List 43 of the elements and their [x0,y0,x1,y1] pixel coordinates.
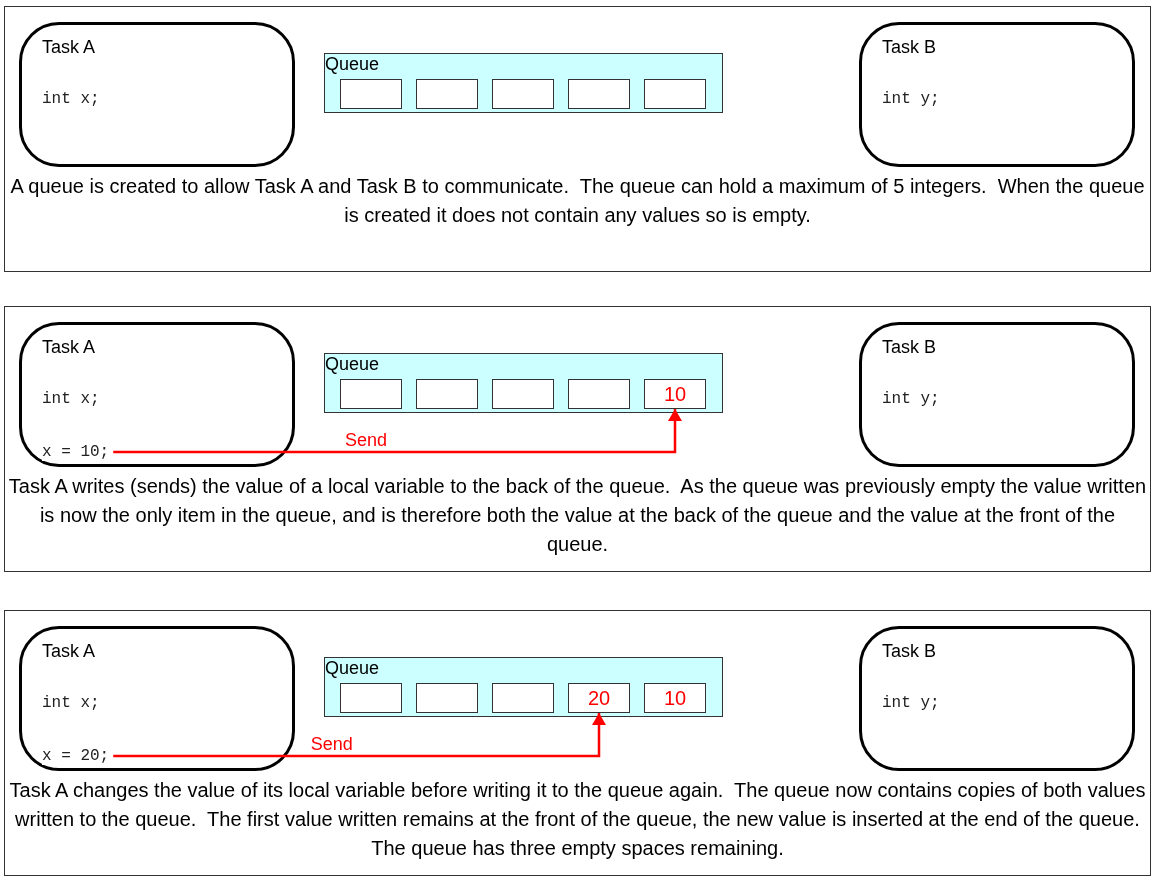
queue-slot [492,79,554,109]
queue-slot [416,79,478,109]
task-title: Task B [882,37,937,58]
task-box [859,322,1135,467]
queue-slot [492,379,554,409]
task-title: Task A [42,37,96,58]
queue-slot [416,683,478,713]
panel [4,610,1151,876]
task-box [19,626,295,771]
queue-slot [416,379,478,409]
queue-slot [492,683,554,713]
queue-box [324,53,723,113]
queue-slot: 10 [644,379,706,409]
queue-box [324,353,723,413]
task-box [19,22,295,167]
edge-label: Send [345,430,388,451]
queue-slot [644,79,706,109]
task-title: Task B [882,641,937,662]
description-text: Task A changes the value of its local variable before writing it to the queue again. The queue now contains copies of both values written to the queue. The first value written remains at the front of the queue, the new value is inserted at the end of the queue. The queue has three empty spaces remaining. [8,778,1147,861]
panel [4,306,1151,572]
queue-slot [340,683,402,713]
queue-slot [568,79,630,109]
queue-title: Queue [325,658,380,679]
task-title: Task A [42,337,96,358]
queue-title: Queue [325,354,380,375]
task-title: Task B [882,337,937,358]
queue-title: Queue [325,54,380,75]
queue-slot: 10 [644,683,706,713]
panel [4,6,1151,272]
description-text: A queue is created to allow Task A and Task B to communicate. The queue can hold a maximum of 5 integers. When the queue is created it does not contain any values so is empty. [9,174,1146,228]
queue-slot: 20 [568,683,630,713]
task-box [859,22,1135,167]
queue-slot [340,79,402,109]
edge-label: Send [310,734,353,755]
queue-slot [568,379,630,409]
queue-box [324,657,723,717]
description-text: Task A writes (sends) the value of a local variable to the back of the queue. As the queue was previously empty the value written is now the only item in the queue, and is therefore both the value at the back of the queue and the value at the front of the queue. [7,474,1148,557]
task-box [859,626,1135,771]
task-box [19,322,295,467]
task-title: Task A [42,641,96,662]
arrow [113,713,606,758]
queue-slot [340,379,402,409]
arrow [113,409,682,454]
